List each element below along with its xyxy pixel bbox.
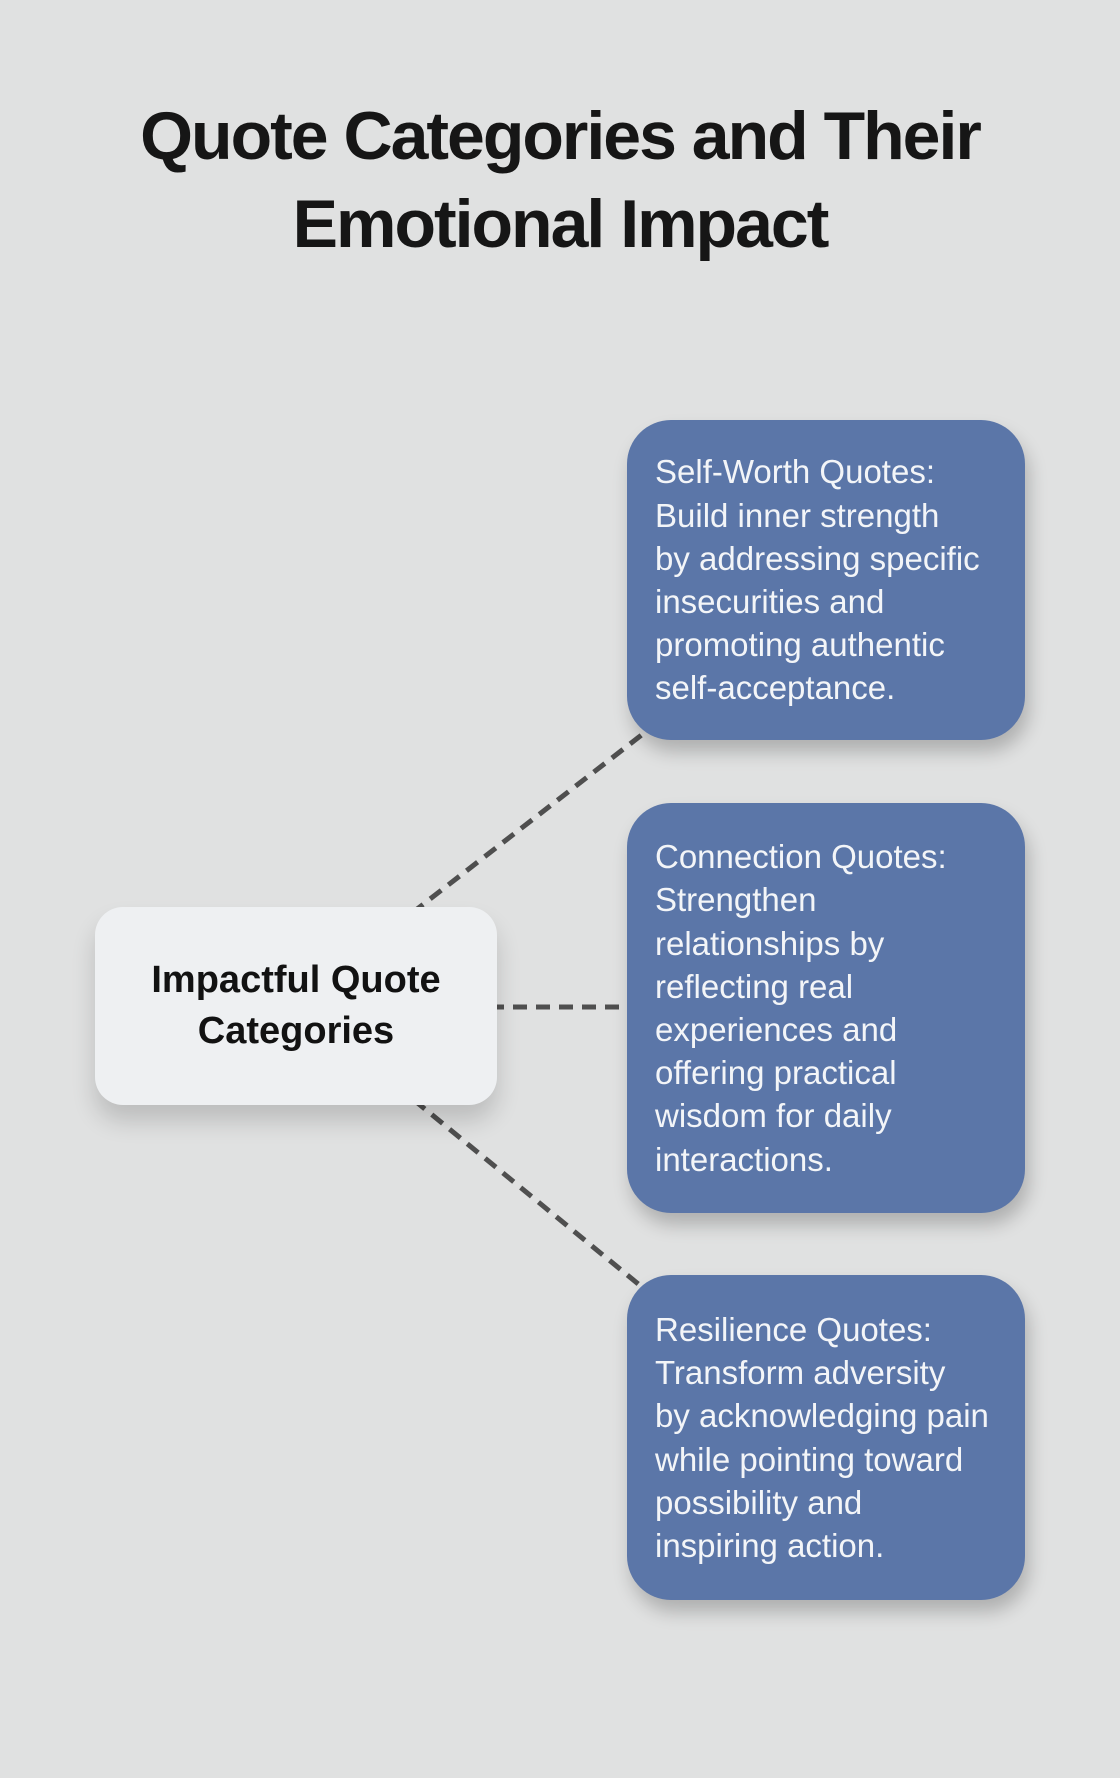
center-node-label: Impactful Quote Categories [151, 958, 441, 1052]
center-node-impactful-quote-categories: Impactful Quote Categories [95, 907, 497, 1105]
branch-node-connection: Connection Quotes: Strengthen relationsh… [627, 803, 1025, 1213]
connector-resilience [412, 1098, 650, 1294]
connector-self-worth [410, 728, 650, 915]
branch-node-self-worth: Self-Worth Quotes: Build inner strength … [627, 420, 1025, 740]
branch-node-resilience-text: Resilience Quotes: Transform adversity b… [655, 1310, 989, 1564]
page-title: Quote Categories and Their Emotional Imp… [140, 98, 982, 263]
branch-node-self-worth-text: Self-Worth Quotes: Build inner strength … [655, 453, 980, 707]
branch-node-resilience: Resilience Quotes: Transform adversity b… [627, 1275, 1025, 1600]
branch-node-connection-text: Connection Quotes: Strengthen relationsh… [655, 838, 947, 1178]
